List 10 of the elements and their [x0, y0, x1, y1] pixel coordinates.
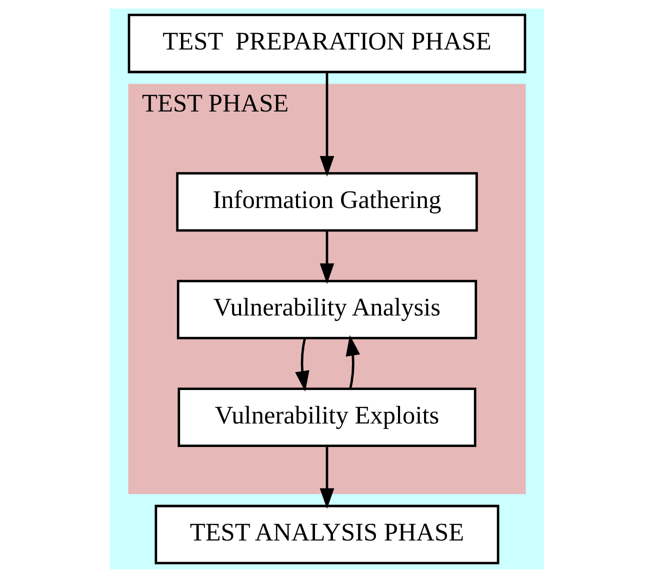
- node-box: Information Gathering: [176, 172, 478, 232]
- node-box: TEST PREPARATION PHASE: [127, 14, 526, 74]
- arrow: [294, 338, 309, 392]
- arrow: [319, 72, 334, 177]
- node-box: Vulnerability Analysis: [176, 280, 477, 340]
- node-box: Vulnerability Exploits: [177, 388, 476, 447]
- node-box: TEST ANALYSIS PHASE: [154, 504, 499, 564]
- arrow: [345, 335, 360, 388]
- arrow: [319, 230, 334, 284]
- arrow: [319, 446, 334, 509]
